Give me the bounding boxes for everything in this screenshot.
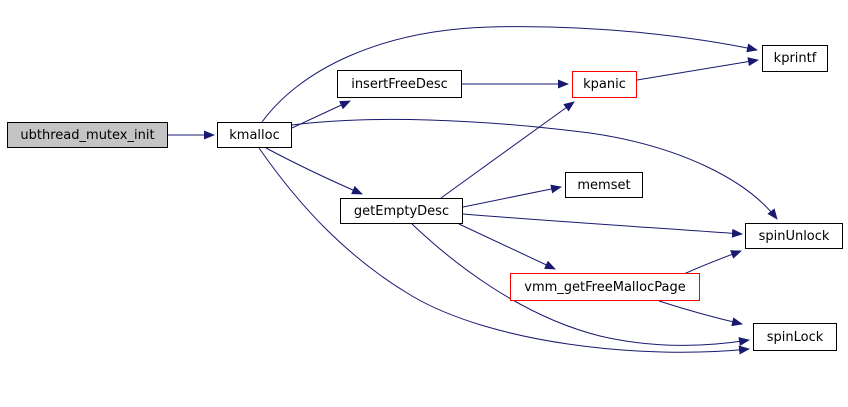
edge-getEmptyDesc-memset	[462, 184, 562, 208]
node-spinLock[interactable]: spinLock	[753, 323, 837, 351]
node-memset[interactable]: memset	[565, 172, 643, 198]
node-kmalloc[interactable]: kmalloc	[217, 122, 292, 148]
node-kpanic[interactable]: kpanic	[572, 71, 637, 98]
edge-getEmptyDesc-spinLock	[411, 223, 750, 347]
edge-kpanic-kprintf	[636, 57, 759, 81]
node-vmm_getFreeMallocPage[interactable]: vmm_getFreeMallocPage	[510, 273, 700, 301]
edge-vmm_getFreeMallocPage-spinUnlock	[683, 250, 742, 275]
edge-vmm_getFreeMallocPage-spinLock	[658, 300, 743, 327]
edge-getEmptyDesc-kpanic	[440, 101, 575, 199]
node-getEmptyDesc[interactable]: getEmptyDesc	[340, 198, 463, 224]
node-spinUnlock[interactable]: spinUnlock	[745, 223, 843, 249]
edge-kmalloc-getEmptyDesc	[265, 147, 363, 195]
node-insertFreeDesc[interactable]: insertFreeDesc	[337, 70, 462, 98]
edge-kmalloc-kprintf	[261, 26, 758, 123]
edge-kmalloc-spinUnlock	[291, 118, 778, 220]
edge-getEmptyDesc-vmm_getFreeMallocPage	[458, 223, 556, 270]
node-ubthread_mutex_init: ubthread_mutex_init	[7, 122, 168, 148]
edge-kmalloc-spinLock	[258, 147, 750, 355]
node-kprintf[interactable]: kprintf	[762, 45, 828, 72]
edge-getEmptyDesc-spinUnlock	[462, 213, 743, 238]
